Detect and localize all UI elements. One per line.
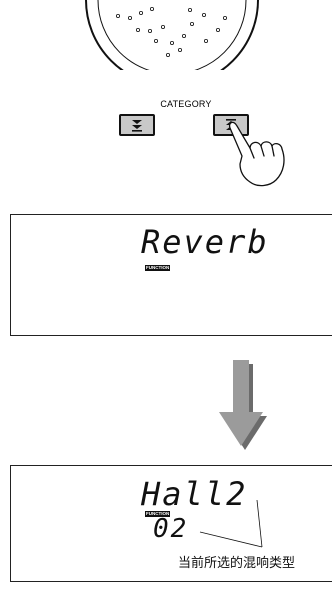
display-before: Reverb FUNCTION bbox=[10, 214, 332, 336]
function-badge: FUNCTION bbox=[145, 265, 170, 271]
category-down-button[interactable] bbox=[119, 114, 155, 136]
display-main-text: Reverb bbox=[141, 223, 269, 261]
dial-icon[interactable] bbox=[0, 0, 332, 70]
pressing-hand-icon bbox=[220, 104, 300, 192]
category-label: CATEGORY bbox=[146, 99, 226, 109]
down-arrow-icon bbox=[215, 358, 275, 454]
display-main-text: Hall2 bbox=[141, 475, 247, 513]
caption: 当前所选的混响类型 bbox=[178, 552, 295, 571]
double-chevron-down-icon bbox=[129, 117, 145, 133]
display-number: 02 bbox=[153, 514, 188, 544]
